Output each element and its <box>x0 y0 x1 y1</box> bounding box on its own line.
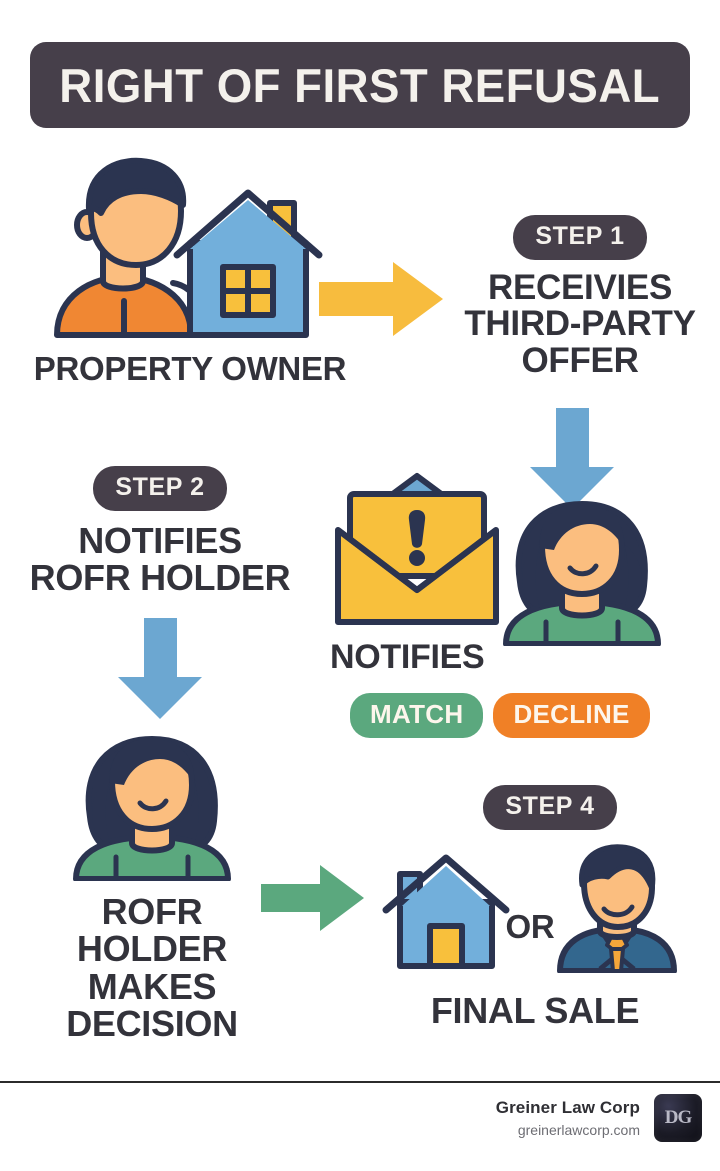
notifies-caption: NOTIFIES <box>330 638 485 676</box>
footer: Greiner Law Corp greinerlawcorp.com DG <box>496 1094 702 1142</box>
page-title: RIGHT OF FIRST REFUSAL <box>59 58 661 112</box>
property-owner-illustration <box>45 155 335 340</box>
step1-text: RECEIVIES THIRD-PARTY OFFER <box>455 268 705 380</box>
step1-line1: RECEIVIES <box>487 268 673 307</box>
step1-line2: THIRD-PARTY <box>464 304 696 344</box>
envelope-alert-icon <box>335 473 499 625</box>
step4-block: STEP 4 <box>440 785 660 830</box>
rofr-line1: ROFR <box>101 891 203 932</box>
footer-company-name: Greiner Law Corp <box>495 1098 640 1117</box>
step2-block: STEP 2 <box>35 466 285 511</box>
decision-badges: MATCH DECLINE <box>350 693 650 738</box>
step1-line3: OFFER <box>521 340 639 380</box>
final-sale-house <box>382 848 510 972</box>
notifier-person-illustration <box>498 498 666 647</box>
footer-website-url[interactable]: greinerlawcorp.com <box>517 1122 640 1138</box>
or-label: OR <box>505 908 555 945</box>
arrow-down-blue-icon <box>530 408 614 509</box>
woman-icon <box>503 501 661 647</box>
arrow-right-green-icon <box>261 865 364 931</box>
page-title-bar: RIGHT OF FIRST REFUSAL <box>30 42 690 128</box>
badge-match[interactable]: MATCH <box>350 693 484 738</box>
footer-divider <box>0 1081 720 1083</box>
rofr-holder-caption: ROFR HOLDER MAKES DECISION <box>22 893 282 1043</box>
rofr-holder-illustration <box>68 733 236 882</box>
rofr-line4: DECISION <box>66 1003 238 1045</box>
step2-text: NOTIFIES ROFR HOLDER <box>10 522 310 597</box>
arrow-step1-to-person <box>525 405 620 518</box>
rofr-holder-woman-icon <box>73 736 231 882</box>
step2-line2: ROFR HOLDER <box>29 557 291 599</box>
step2-line1: NOTIFIES <box>78 520 242 561</box>
property-owner-caption: PROPERTY OWNER <box>33 350 347 387</box>
step1-pill: STEP 1 <box>513 215 647 260</box>
final-sale-buyer <box>556 843 678 974</box>
step4-pill: STEP 4 <box>483 785 617 830</box>
businessman-icon <box>557 844 677 974</box>
arrow-holder-to-sale <box>258 862 368 939</box>
rofr-line3: MAKES <box>87 965 217 1007</box>
company-logo: DG <box>654 1094 702 1142</box>
step1-block: STEP 1 <box>470 215 690 260</box>
step2-pill: STEP 2 <box>93 466 227 511</box>
arrow-down-blue-icon <box>118 618 202 719</box>
envelope-illustration <box>332 472 502 632</box>
rofr-line2: HOLDER <box>76 928 228 970</box>
final-sale-caption: FINAL SALE <box>430 990 640 1031</box>
house-icon <box>382 854 510 969</box>
arrow-step2-to-holder <box>113 615 208 728</box>
property-owner-with-house-icon <box>54 157 323 338</box>
arrow-owner-to-step1 <box>315 258 450 345</box>
arrow-right-yellow-icon <box>319 262 443 336</box>
badge-decline[interactable]: DECLINE <box>493 693 650 738</box>
